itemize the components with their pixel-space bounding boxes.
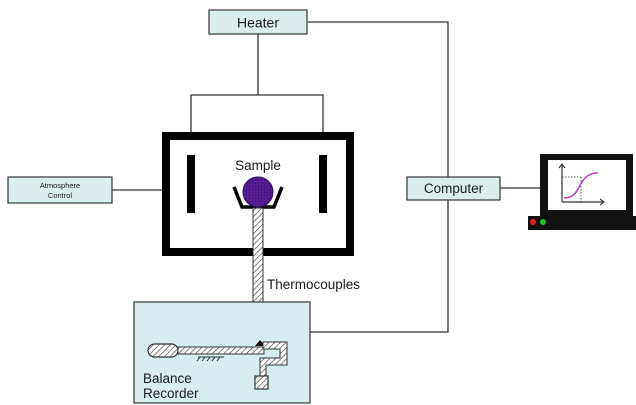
led-green bbox=[540, 219, 546, 225]
counterweight bbox=[147, 343, 179, 358]
balance-label-line1: Balance bbox=[143, 371, 192, 386]
atmosphere-label-line2: Control bbox=[48, 191, 73, 200]
balance-label-line2: Recorder bbox=[143, 386, 199, 401]
atmosphere-label-line1: Atmosphere bbox=[40, 181, 80, 190]
monitor-graph bbox=[558, 163, 605, 206]
heater-label: Heater bbox=[237, 15, 279, 31]
heating-element-right bbox=[319, 155, 327, 213]
sample-label: Sample bbox=[235, 158, 281, 173]
connector-lines bbox=[112, 21, 540, 333]
thermocouples-label: Thermocouples bbox=[267, 277, 360, 292]
heater-bus-line bbox=[190, 94, 324, 155]
sample-sphere bbox=[242, 176, 274, 208]
computer-label: Computer bbox=[424, 181, 484, 196]
computer-to-balance-line bbox=[310, 199, 449, 333]
ground-hatch bbox=[196, 356, 224, 362]
led-red bbox=[530, 219, 536, 225]
balance-beam bbox=[177, 346, 265, 355]
heater-box: Heater bbox=[208, 9, 308, 35]
heating-element-left bbox=[187, 155, 195, 213]
monitor-icon bbox=[528, 154, 636, 230]
atmosphere-control-box: Atmosphere Control bbox=[7, 176, 113, 204]
heater-to-computer-line bbox=[308, 21, 449, 177]
balance-weight-pan bbox=[254, 375, 269, 390]
computer-box: Computer bbox=[406, 176, 501, 201]
balance-mechanism bbox=[147, 340, 288, 390]
